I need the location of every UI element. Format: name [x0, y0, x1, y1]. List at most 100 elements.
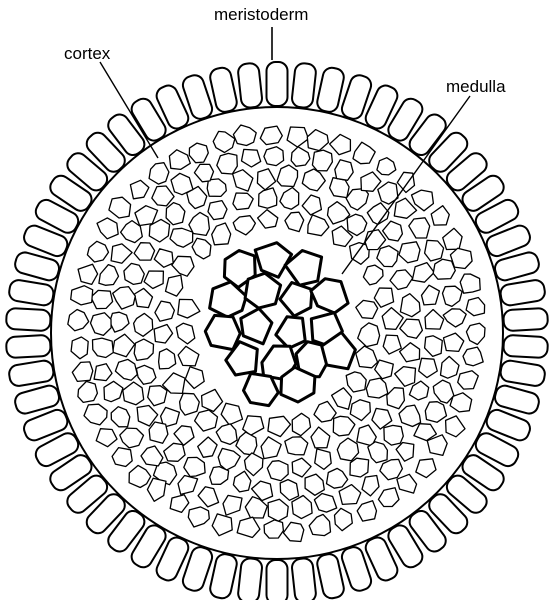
cortex-cell	[460, 274, 480, 293]
medulla-cell	[311, 279, 348, 313]
cortex-cell	[280, 480, 298, 501]
cortex-cell	[110, 312, 129, 332]
cortex-cell	[425, 240, 444, 261]
cortex-cell	[164, 443, 185, 461]
cortex-cell	[346, 189, 368, 211]
cortex-cell	[170, 228, 193, 247]
cortex-cell	[280, 188, 299, 210]
cortex-cell	[285, 437, 308, 455]
cortex-cell	[97, 218, 118, 239]
cortex-cell	[171, 173, 193, 194]
cortex-cell	[400, 343, 420, 362]
cortex-cell	[400, 294, 420, 317]
cortex-cell	[134, 313, 153, 336]
cortex-cell	[399, 242, 420, 263]
meristoderm-cell	[503, 308, 548, 331]
cortex-cell	[309, 514, 330, 535]
cortex-cell	[443, 286, 463, 306]
cortex-cell	[155, 301, 175, 321]
medulla-cell	[205, 315, 240, 349]
cortex-cell	[198, 437, 217, 457]
cortex-cell	[152, 186, 174, 206]
cortex-cell	[444, 333, 464, 351]
cortex-cell	[170, 495, 189, 513]
cortex-cell	[441, 356, 460, 378]
meristoderm-cell	[6, 335, 51, 358]
cortex-cell	[357, 501, 376, 521]
cortex-cell	[91, 290, 113, 308]
cortex-cell	[285, 212, 304, 231]
cortex-cell	[184, 457, 205, 476]
cortex-cell	[194, 164, 213, 182]
meristoderm-cell	[237, 558, 263, 600]
cortex-cell	[134, 339, 153, 360]
cortex-cell	[333, 416, 355, 436]
cortex-cell	[154, 249, 173, 267]
cortex-cell	[450, 248, 472, 268]
cortex-cell	[71, 286, 93, 305]
cortex-cell	[221, 403, 242, 425]
cortex-cell	[104, 381, 123, 401]
cortex-cell	[346, 372, 366, 392]
cortex-cell	[287, 127, 308, 147]
cortex-cell	[412, 263, 434, 283]
cortex-cell	[307, 130, 328, 151]
cortex-cell	[399, 405, 421, 426]
cortex-cell	[242, 149, 261, 167]
cortex-cell	[257, 169, 275, 190]
medulla-cell	[255, 243, 291, 278]
cortex-cell	[212, 223, 231, 245]
meristoderm-cell	[291, 558, 317, 600]
cortex-cell	[463, 347, 483, 366]
cortex-cell	[292, 496, 312, 519]
cortex-cell	[99, 265, 119, 286]
cortex-cell	[217, 153, 238, 174]
meristoderm-cell	[8, 359, 55, 387]
cortex-cell	[115, 359, 137, 380]
cortex-cell	[397, 474, 417, 493]
cortex-cell	[223, 495, 242, 515]
cortex-cell	[174, 426, 194, 446]
cortex-cell	[154, 325, 173, 344]
cortex-cell	[356, 346, 378, 368]
cortex-cell	[308, 215, 329, 236]
cortex-cell	[169, 150, 190, 170]
cortex-cell	[135, 288, 153, 307]
cortex-cell	[374, 288, 393, 307]
meristoderm-label: meristoderm	[214, 6, 308, 23]
cortex-cell	[192, 238, 211, 259]
cortex-cell	[387, 388, 405, 409]
cortex-cell	[237, 517, 260, 537]
cortex-cell	[258, 210, 278, 228]
cortex-cell	[109, 197, 131, 218]
cortex-cell	[180, 393, 200, 415]
cortex-cell	[113, 287, 136, 309]
cortex-cell	[84, 404, 107, 425]
cortex-cell	[148, 386, 167, 406]
cortex-cell	[87, 241, 108, 262]
cortex-cell	[123, 382, 144, 405]
cortex-cell	[314, 494, 336, 513]
cortex-cell	[120, 428, 144, 448]
cortex-cell	[212, 514, 232, 536]
meristoderm-cell	[6, 308, 51, 331]
cortex-cell	[422, 285, 440, 305]
cortex-cell	[433, 380, 454, 403]
cortex-cell	[147, 478, 166, 501]
cortex-cell	[202, 389, 223, 411]
cortex-cell	[268, 416, 291, 436]
cortex-cell	[78, 264, 98, 284]
meristoderm-cell	[267, 560, 288, 600]
cortex-cell	[366, 378, 388, 398]
cortex-cell	[178, 346, 199, 366]
cortex-cell	[292, 413, 310, 435]
cortex-cell	[409, 218, 430, 238]
cortex-cell	[93, 338, 114, 357]
cortex-cell	[233, 216, 255, 235]
cortex-cell	[375, 360, 394, 379]
cortex-cell	[443, 228, 462, 249]
cortex-cell	[335, 160, 353, 181]
meristoderm-cell	[503, 335, 548, 358]
cortex-cell	[291, 147, 310, 167]
cortex-cell	[425, 310, 444, 330]
